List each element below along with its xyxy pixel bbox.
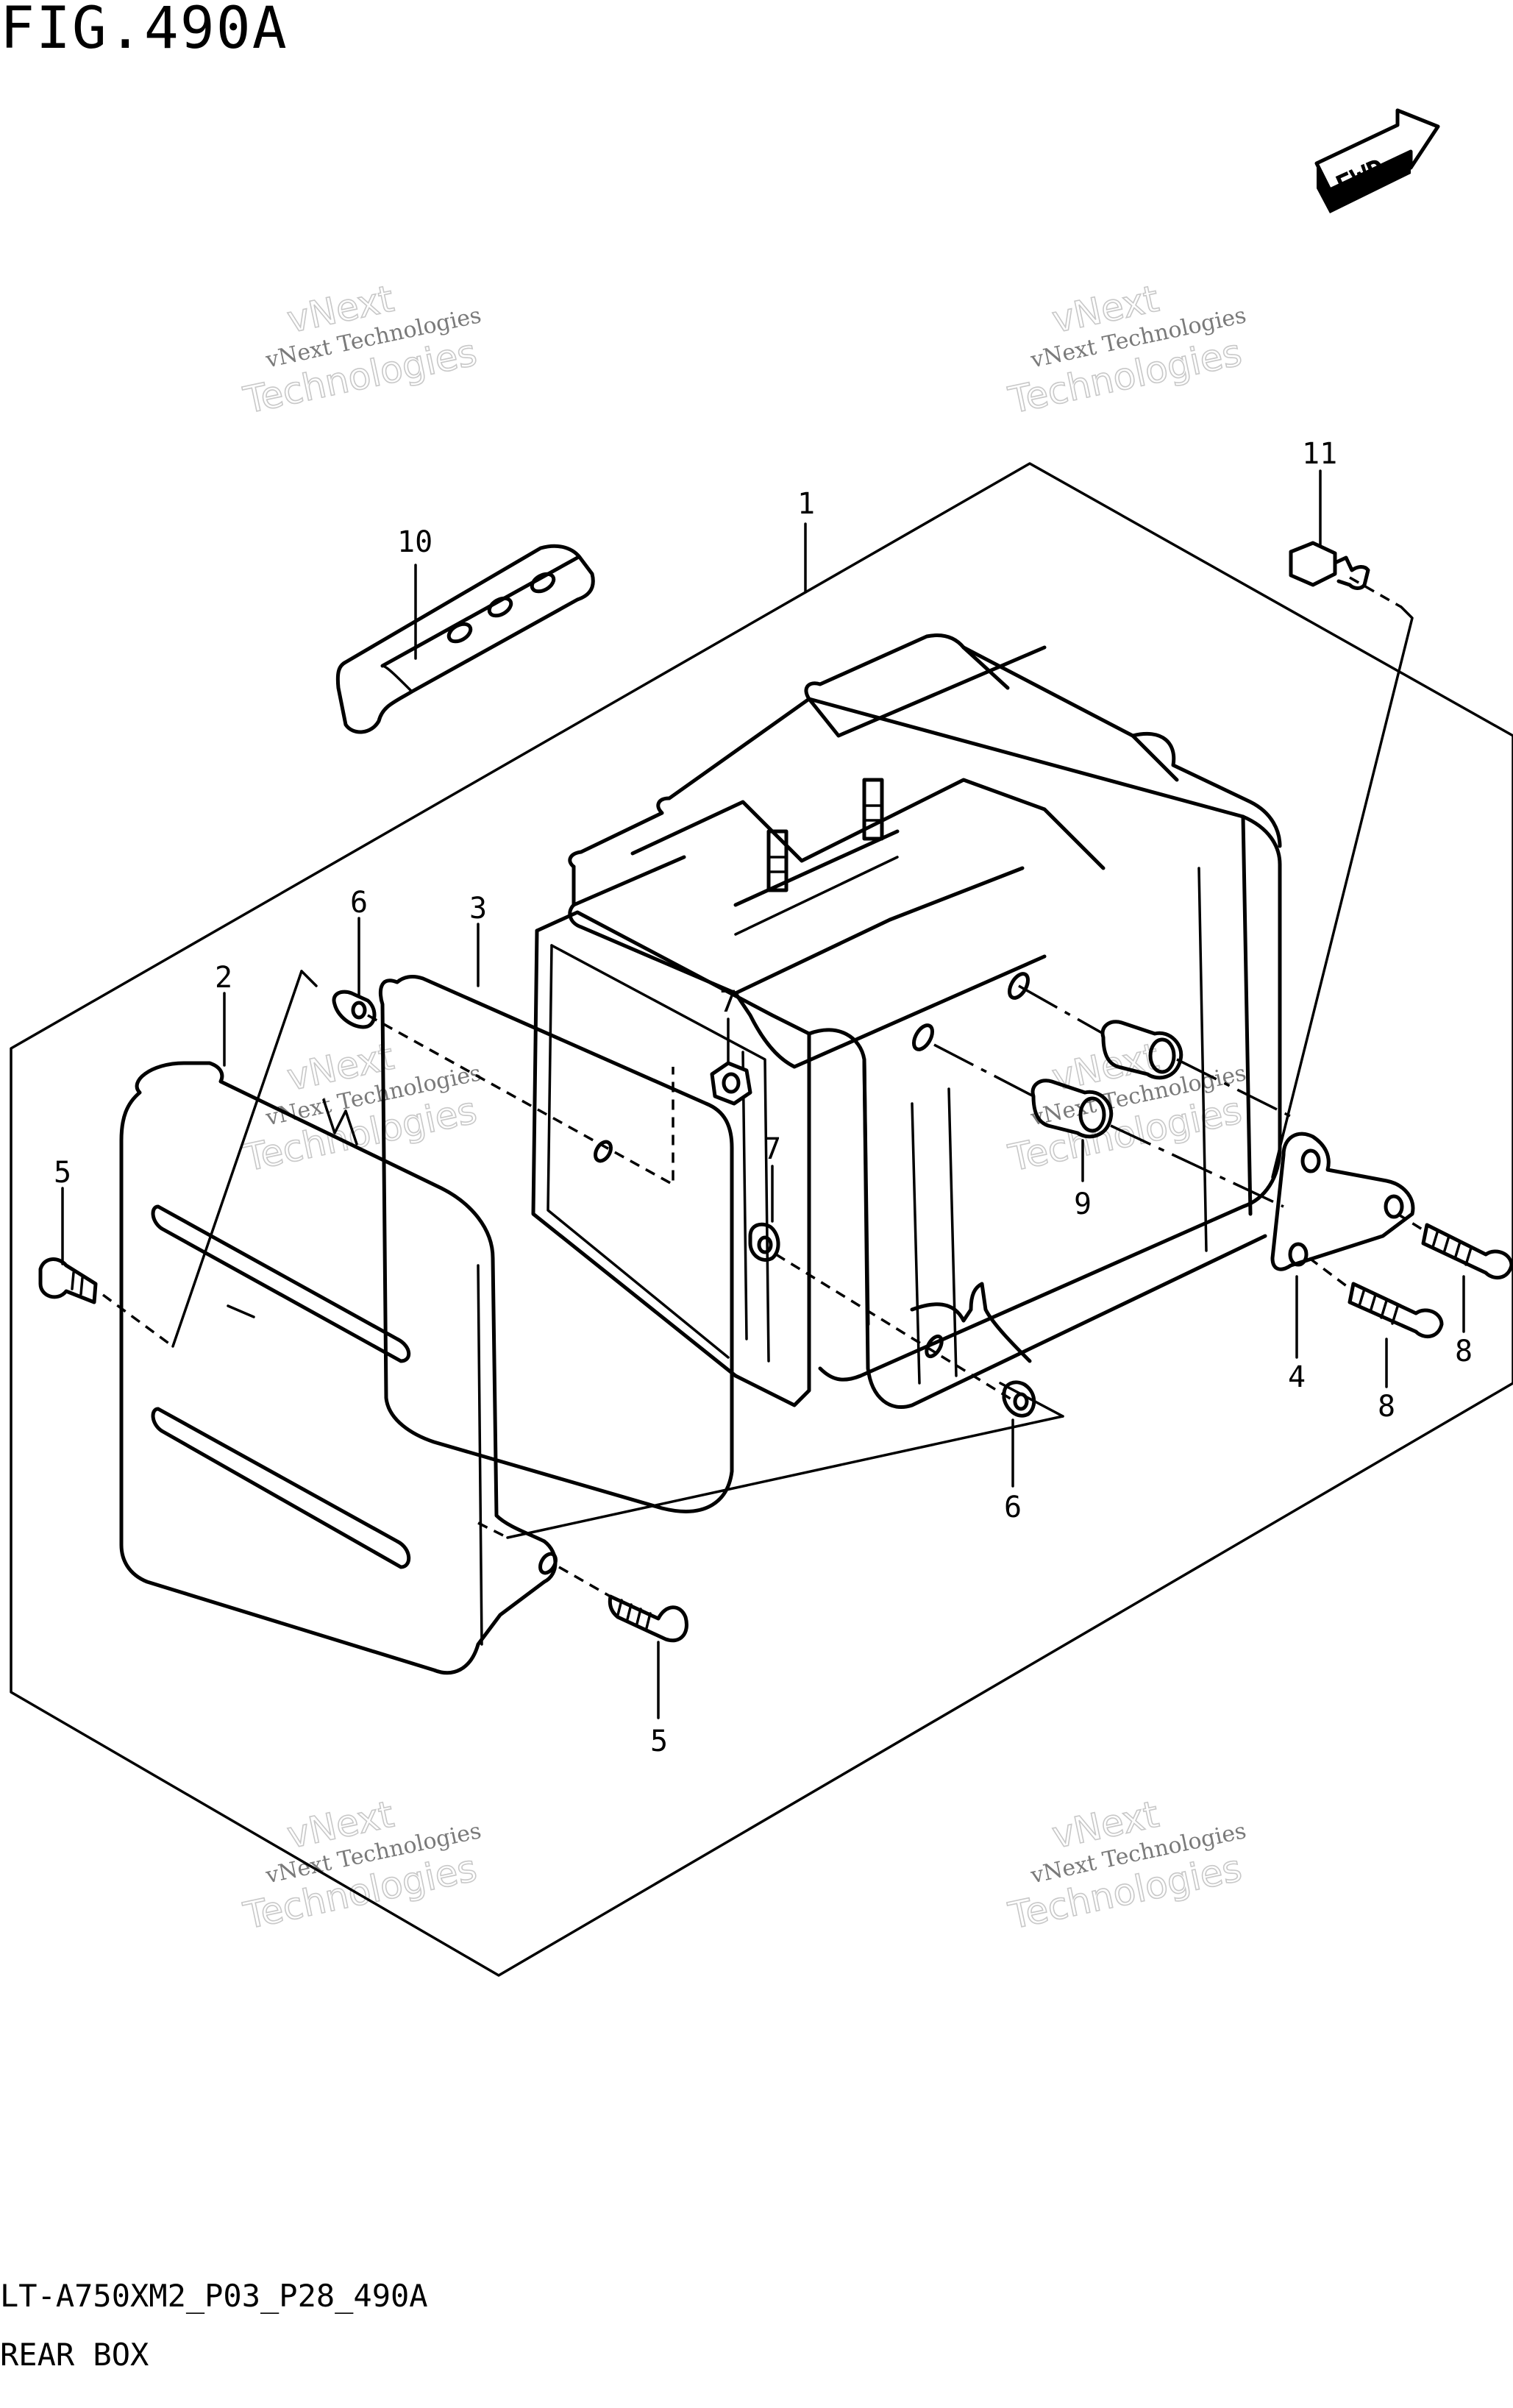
callout-7a: 7 — [719, 985, 737, 1019]
fwd-arrow-icon: FWD — [1314, 108, 1440, 213]
callout-4: 4 — [1288, 1360, 1306, 1394]
part-5-screw-a — [38, 1257, 98, 1304]
callout-2: 2 — [215, 961, 232, 995]
part-7-nut-b — [748, 1222, 780, 1262]
callout-11: 11 — [1302, 437, 1337, 471]
callout-5a: 5 — [54, 1156, 71, 1190]
callout-6a: 6 — [350, 886, 368, 920]
part-10-handle — [335, 544, 595, 734]
callout-labels: 1 2 3 4 5 5 6 6 7 7 8 8 9 10 11 — [54, 437, 1473, 1758]
callout-6b: 6 — [1004, 1491, 1022, 1524]
assembly-boundary — [10, 462, 1513, 1977]
figure-name: REAR BOX — [0, 2337, 149, 2373]
assembly-lines — [102, 576, 1428, 1598]
part-4-bracket — [1270, 1132, 1415, 1271]
part-8-screw-b — [1348, 1282, 1444, 1339]
part-7-nut-a — [710, 1061, 752, 1106]
part-1-rear-box — [531, 633, 1282, 1410]
callout-5b: 5 — [650, 1725, 668, 1758]
callout-8b: 8 — [1378, 1390, 1395, 1424]
part-5-screw-b — [608, 1594, 688, 1643]
callout-10: 10 — [397, 525, 432, 559]
figure-title: FIG.490A — [0, 0, 288, 62]
part-9-collar-b — [1030, 1079, 1114, 1139]
leader-lines — [61, 469, 1465, 1719]
callout-1: 1 — [797, 487, 815, 521]
callout-9: 9 — [1074, 1187, 1092, 1221]
part-9-collar-a — [1100, 1020, 1183, 1080]
callout-8a: 8 — [1455, 1335, 1473, 1368]
part-11-bolt — [1289, 541, 1370, 590]
callout-3: 3 — [469, 892, 487, 926]
callout-7b: 7 — [763, 1132, 781, 1166]
part-2-cover — [119, 1061, 558, 1675]
part-8-screw-a — [1421, 1223, 1513, 1280]
part-6-washer-a — [332, 990, 377, 1029]
part-3-panel — [378, 975, 734, 1513]
figure-code: LT-A750XM2_P03_P28_490A — [0, 2278, 428, 2314]
